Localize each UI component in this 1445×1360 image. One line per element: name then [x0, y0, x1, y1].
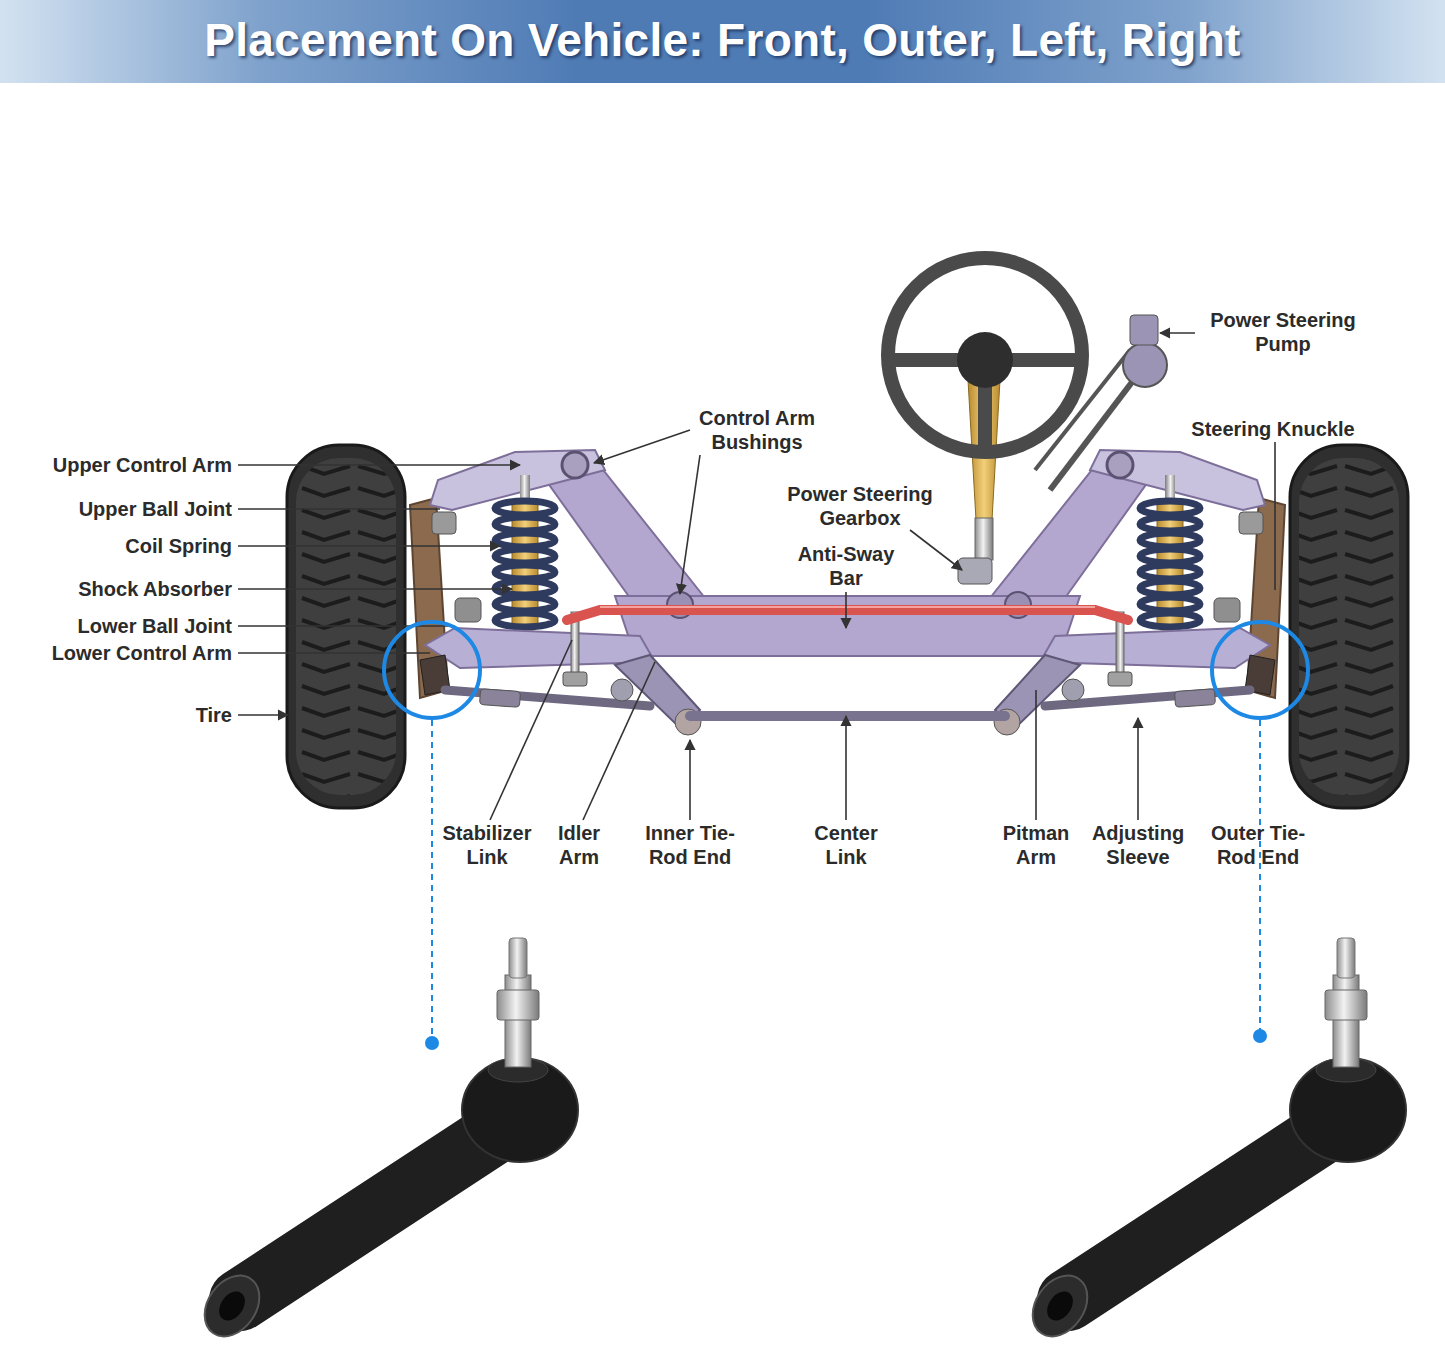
part-label: Upper Control Arm: [12, 453, 232, 477]
part-label: Center Link: [804, 821, 888, 869]
left-tie-rod-end: [193, 938, 578, 1347]
power-steering-gearbox: [958, 558, 992, 584]
part-label: Idler Arm: [547, 821, 611, 869]
part-label: Anti-Sway Bar: [791, 542, 901, 590]
part-label: Lower Control Arm: [12, 641, 232, 665]
pump-reservoir: [1130, 315, 1158, 345]
callout-circle: [1212, 622, 1308, 718]
part-label: Power Steering Pump: [1198, 308, 1368, 356]
right-suspension: [994, 445, 1408, 808]
part-label: Control Arm Bushings: [687, 406, 827, 454]
page-title: Placement On Vehicle: Front, Outer, Left…: [0, 12, 1445, 68]
anti-sway-bar: [567, 610, 1128, 620]
anti-sway-highlight: [600, 606, 1095, 608]
callout-dash: [1259, 720, 1261, 1036]
part-label: Outer Tie-Rod End: [1196, 821, 1320, 869]
part-label: Pitman Arm: [996, 821, 1076, 869]
power-steering-pump: [1123, 343, 1167, 387]
part-label: Power Steering Gearbox: [775, 482, 945, 530]
steering-wheel-rim: [888, 258, 1082, 452]
part-label: Steering Knuckle: [1163, 417, 1383, 441]
pump-belt: [1050, 365, 1145, 490]
center-link: [690, 711, 1005, 721]
callout-circle: [384, 622, 480, 718]
part-label: Upper Ball Joint: [12, 497, 232, 521]
right-tie-rod-end: [1021, 938, 1406, 1347]
part-label: Tire: [12, 703, 232, 727]
callout-dot: [1253, 1029, 1267, 1043]
steering-shaft: [975, 518, 993, 560]
steering-wheel-hub: [957, 332, 1013, 388]
part-label: Lower Ball Joint: [12, 614, 232, 638]
leader-lines: [238, 333, 1275, 820]
part-label: Coil Spring: [12, 534, 232, 558]
part-label: Shock Absorber: [12, 577, 232, 601]
callout-dash: [431, 720, 433, 1043]
part-label: Stabilizer Link: [432, 821, 542, 869]
callout-dot: [425, 1036, 439, 1050]
part-label: Adjusting Sleeve: [1083, 821, 1193, 869]
part-label: Inner Tie-Rod End: [628, 821, 752, 869]
